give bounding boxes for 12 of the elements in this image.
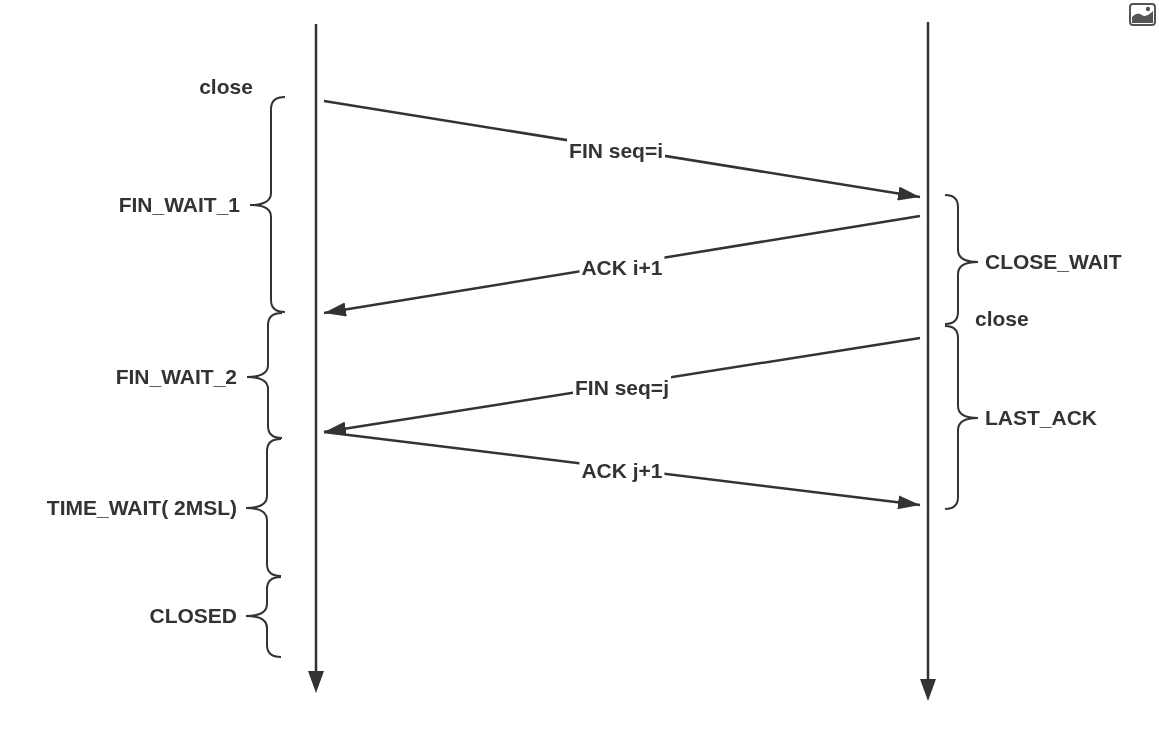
- edge-label: FIN seq=i: [567, 139, 665, 164]
- state-label: CLOSED: [149, 604, 237, 628]
- state-label: CLOSE_WAIT: [985, 250, 1122, 274]
- state-label: FIN_WAIT_2: [115, 365, 237, 389]
- timeline-arrow: [920, 22, 936, 701]
- timeline-arrow: [308, 24, 324, 693]
- state-label: FIN_WAIT_1: [118, 193, 240, 217]
- event-label: close: [199, 75, 253, 99]
- state-label: LAST_ACK: [985, 406, 1097, 430]
- state-label: TIME_WAIT( 2MSL): [46, 496, 237, 520]
- edge-label: FIN seq=j: [573, 376, 671, 400]
- event-label: close: [975, 307, 1029, 331]
